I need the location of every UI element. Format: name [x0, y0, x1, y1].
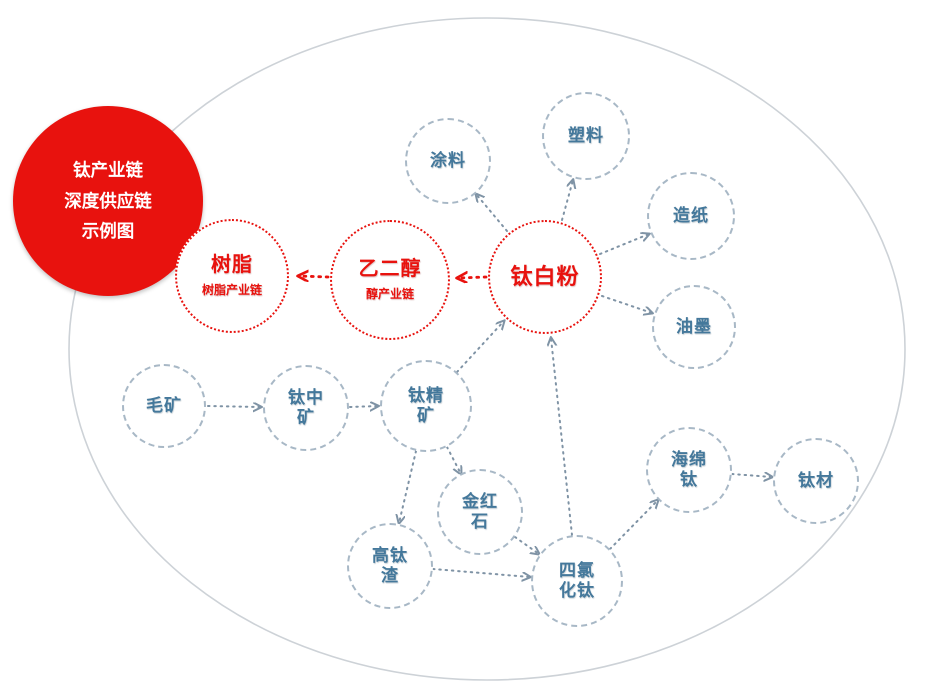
edge-taijingkuang-to-taibaifen [456, 321, 504, 373]
edge-taijingkuang-to-gaotaizha [399, 450, 417, 523]
node-yierchun-label: 乙二醇 [358, 258, 422, 281]
edge-taibaifen-to-tuliao [476, 194, 508, 232]
node-haimiantai-label: 海绵钛 [671, 449, 707, 489]
edge-taizhongkuang-to-taijingkuang [349, 406, 378, 407]
node-taizhongkuang-label: 钛中矿 [288, 387, 324, 427]
title-line-2: 深度供应链 [64, 190, 152, 211]
node-taijingkuang-label: 钛精矿 [408, 385, 444, 425]
edge-siluhuatai-to-haimiantai [609, 500, 658, 550]
node-maokuang-label: 毛矿 [146, 395, 182, 415]
edge-yierchun-to-shuzhi [299, 276, 330, 277]
title-line-3: 示例图 [81, 221, 135, 242]
node-shuzhi-label: 树脂 [211, 254, 253, 277]
edge-maokuang-to-taizhongkuang [207, 406, 261, 407]
node-jinhongshi-label: 金红石 [462, 491, 498, 531]
node-zaozhi: 造纸 [647, 172, 735, 260]
outer-ellipse [68, 17, 906, 681]
node-zaozhi-label: 造纸 [673, 205, 709, 225]
edge-siluhuatai-to-taibaifen [551, 338, 573, 536]
edge-taibaifen-to-suliao [561, 180, 573, 221]
node-gaotaizha-label: 高钛渣 [372, 545, 408, 585]
node-taibaifen-label: 钛白粉 [510, 264, 580, 290]
edge-gaotaizha-to-siluhuatai [432, 568, 530, 577]
node-yierchun: 乙二醇 醇产业链 [330, 220, 450, 340]
node-shuzhi-sublabel: 树脂产业链 [201, 282, 262, 297]
node-suliao-label: 塑料 [568, 125, 604, 145]
edge-taibaifen-to-youmo [601, 295, 652, 313]
node-taicai: 钛材 [773, 438, 859, 524]
edge-taijingkuang-to-jinhongshi [446, 446, 461, 474]
node-taicai-label: 钛材 [798, 470, 834, 490]
node-tuliao: 涂料 [405, 118, 491, 204]
edge-jinhongshi-to-siluhuatai [514, 536, 539, 554]
node-jinhongshi: 金红石 [437, 469, 523, 555]
edge-haimiantai-to-taicai [731, 474, 772, 477]
node-yierchun-sublabel: 醇产业链 [365, 286, 414, 301]
node-youmo-label: 油墨 [676, 316, 712, 336]
node-suliao: 塑料 [542, 92, 630, 180]
title-badge: 钛产业链 深度供应链 示例图 [13, 106, 203, 296]
node-maokuang: 毛矿 [122, 364, 206, 448]
node-haimiantai: 海绵钛 [646, 427, 732, 513]
node-taizhongkuang: 钛中矿 [263, 365, 349, 451]
node-gaotaizha: 高钛渣 [347, 523, 433, 609]
node-siluhuatai-label: 四氯化钛 [559, 560, 595, 600]
node-siluhuatai: 四氯化钛 [531, 535, 623, 627]
node-youmo: 油墨 [652, 285, 736, 369]
edge-taibaifen-to-yierchun [458, 277, 488, 278]
title-line-1: 钛产业链 [73, 160, 143, 181]
node-taijingkuang: 钛精矿 [380, 360, 472, 452]
node-taibaifen: 钛白粉 [488, 220, 602, 334]
node-shuzhi: 树脂 树脂产业链 [175, 219, 289, 333]
node-tuliao-label: 涂料 [430, 150, 466, 170]
edge-taibaifen-to-zaozhi [599, 234, 649, 255]
